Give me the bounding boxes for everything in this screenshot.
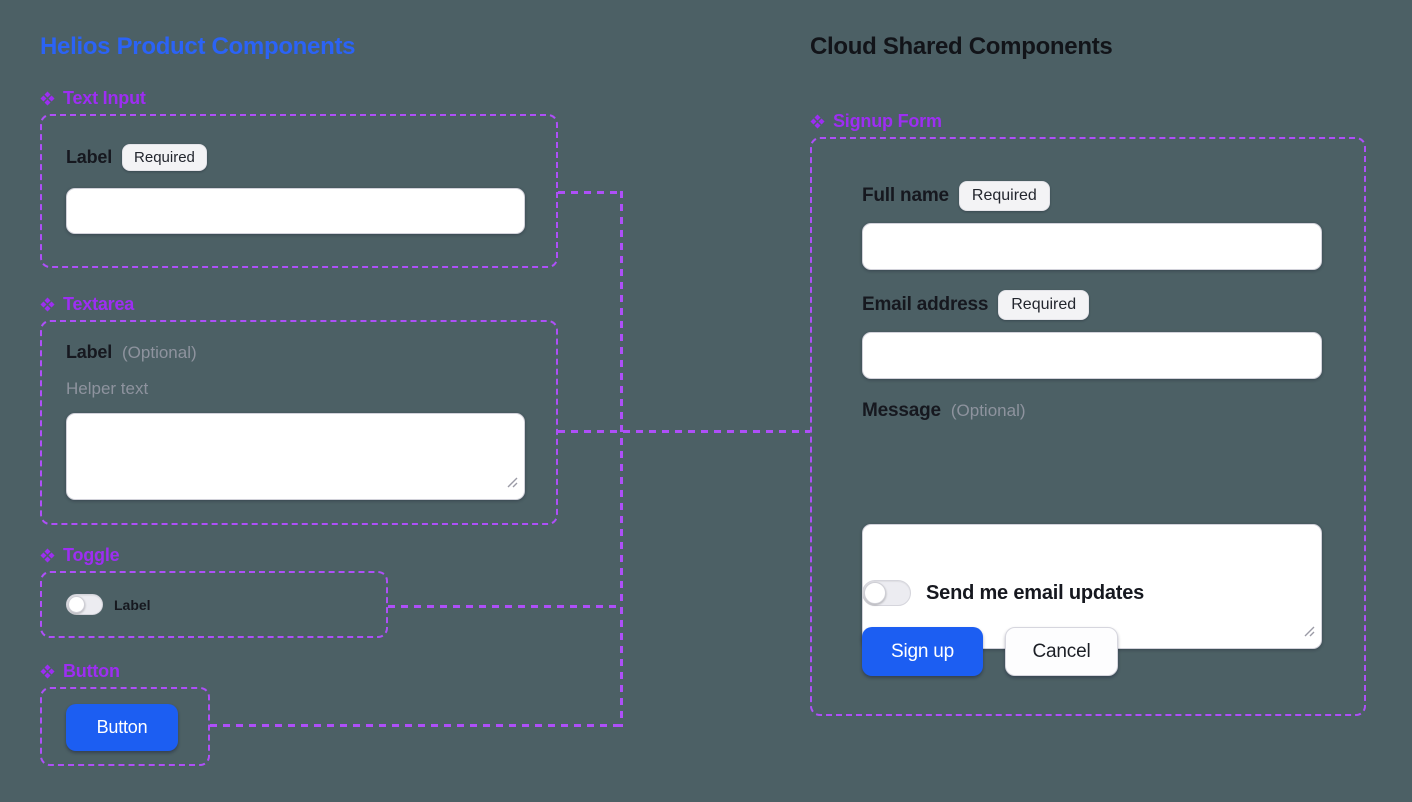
text-input-component-label[interactable]: Text Input [40,88,146,109]
connector-toggle-line [388,605,622,608]
email-updates-toggle-label: Send me email updates [926,581,1145,604]
required-badge: Required [122,144,207,171]
toggle-label: Label [114,596,151,613]
email-field[interactable] [862,332,1322,379]
email-field-wrap [862,332,1322,379]
toggle-component-label[interactable]: Toggle [40,545,120,566]
component-diamond-icon [40,91,55,106]
component-diamond-icon [40,664,55,679]
required-badge: Required [958,181,1050,211]
toggle-thumb [68,596,85,613]
email-label-row: Email address Required [862,290,1090,320]
connector-textarea-to-signup-line [558,430,810,433]
full-name-label-row: Full name Required [862,181,1050,211]
button-component-label[interactable]: Button [40,661,120,682]
email-updates-toggle-switch[interactable] [862,580,911,606]
full-name-field[interactable] [862,223,1322,270]
optional-note: (Optional) [122,342,197,362]
signup-form-component-frame [810,137,1366,716]
email-label: Email address [862,294,989,315]
connector-button-line [210,724,622,727]
textarea-label: Label [66,342,113,362]
button-component-frame [40,687,210,766]
cancel-button[interactable]: Cancel [1005,627,1118,676]
email-updates-toggle-row: Send me email updates [862,580,1144,606]
sign-up-button[interactable]: Sign up [862,627,983,676]
text-input-component-frame [40,114,558,268]
required-badge: Required [998,290,1090,320]
text-input-field-wrap [66,188,525,234]
message-label: Message [862,400,941,421]
text-input-label: Label [66,147,113,167]
component-diamond-icon [810,114,825,129]
text-input-label-row: Label Required [66,144,207,171]
textarea-label-row: Label (Optional) [66,342,197,363]
toggle-row: Label [66,594,151,615]
component-diamond-icon [40,297,55,312]
text-input-field[interactable] [66,188,525,234]
primary-button[interactable]: Button [66,704,178,751]
optional-note: (Optional) [950,401,1026,420]
helios-section-title: Helios Product Components [40,33,356,60]
connector-vertical-line [620,191,623,727]
full-name-label: Full name [862,185,949,206]
textarea-helper-text: Helper text [66,379,149,398]
connector-text-input-line [558,191,622,194]
textarea-field[interactable] [66,413,525,500]
textarea-component-frame [40,320,558,525]
signup-form-buttons-row: Sign up Cancel [862,627,1118,676]
toggle-component-frame [40,571,388,638]
cloud-shared-section-title: Cloud Shared Components [810,33,1113,60]
textarea-field-wrap [66,413,525,500]
message-label-row: Message (Optional) [862,400,1026,422]
toggle-thumb [864,582,886,604]
textarea-component-label[interactable]: Textarea [40,294,134,315]
toggle-switch[interactable] [66,594,103,615]
component-diamond-icon [40,548,55,563]
signup-form-component-label[interactable]: Signup Form [810,111,942,132]
full-name-field-wrap [862,223,1322,270]
